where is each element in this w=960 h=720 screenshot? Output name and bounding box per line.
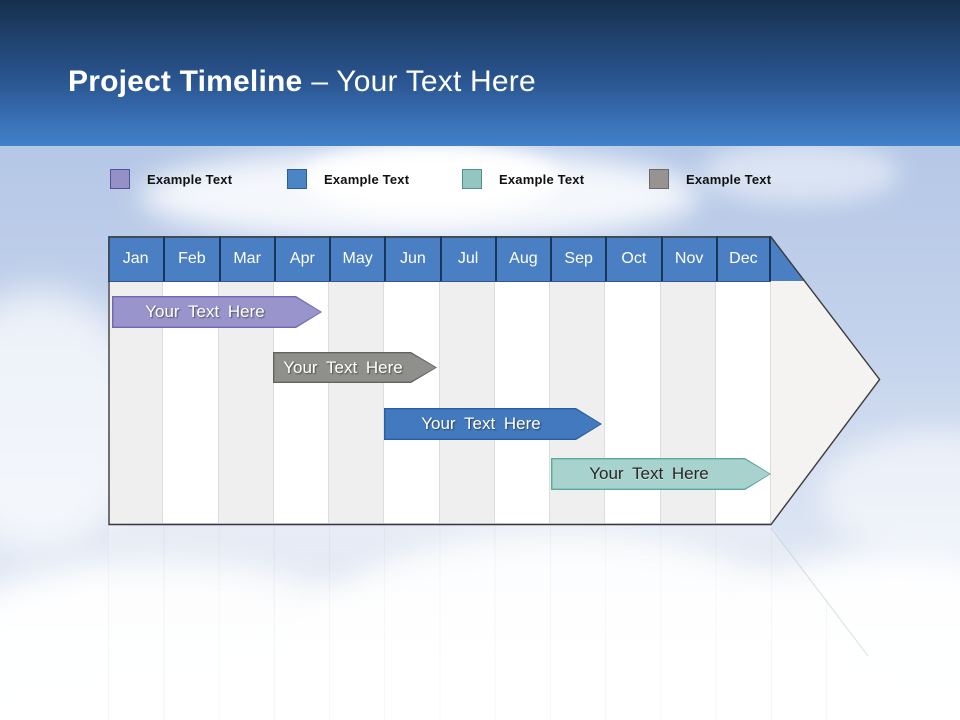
legend-label: Example Text — [324, 171, 410, 187]
legend-item: Example Text — [462, 166, 584, 192]
timeline-bar-label: Your Text Here — [589, 464, 709, 483]
cloud — [700, 142, 900, 204]
timeline-bar-label: Your Text Here — [145, 302, 265, 321]
legend-swatch — [649, 169, 669, 189]
legend-label: Example Text — [686, 171, 772, 187]
legend-label: Example Text — [147, 171, 233, 187]
legend-swatch — [110, 169, 130, 189]
timeline-bar-label: Your Text Here — [283, 357, 403, 377]
legend-swatch — [462, 169, 482, 189]
timeline-bar: Your Text Here — [551, 458, 771, 490]
timeline-reflection — [108, 526, 880, 720]
cloud — [300, 144, 560, 216]
legend-label: Example Text — [499, 171, 585, 187]
timeline-bar-fill: Your Text Here — [274, 353, 435, 381]
legend-item: Example Text — [649, 166, 771, 192]
timeline-bar: Your Text Here — [273, 352, 437, 383]
slide-title-main: Project Timeline — [68, 65, 303, 98]
timeline-bar-fill: Your Text Here — [552, 459, 769, 488]
slide-title: Project Timeline– Your Text Here — [68, 58, 536, 106]
legend-item: Example Text — [110, 166, 232, 192]
timeline-bar: Your Text Here — [112, 296, 322, 328]
slide-title-subtitle: – Your Text Here — [311, 65, 536, 98]
legend: Example Text Example Text Example Text Exam… — [0, 166, 960, 196]
legend-swatch — [287, 169, 307, 189]
title-band: Project Timeline– Your Text Here — [0, 0, 960, 146]
timeline-bar-fill: Your Text Here — [113, 297, 320, 326]
timeline-bar-fill: Your Text Here — [385, 409, 600, 438]
timeline-bar: Your Text Here — [384, 408, 602, 440]
timeline-bar-label: Your Text Here — [421, 414, 541, 433]
legend-item: Example Text — [287, 166, 409, 192]
